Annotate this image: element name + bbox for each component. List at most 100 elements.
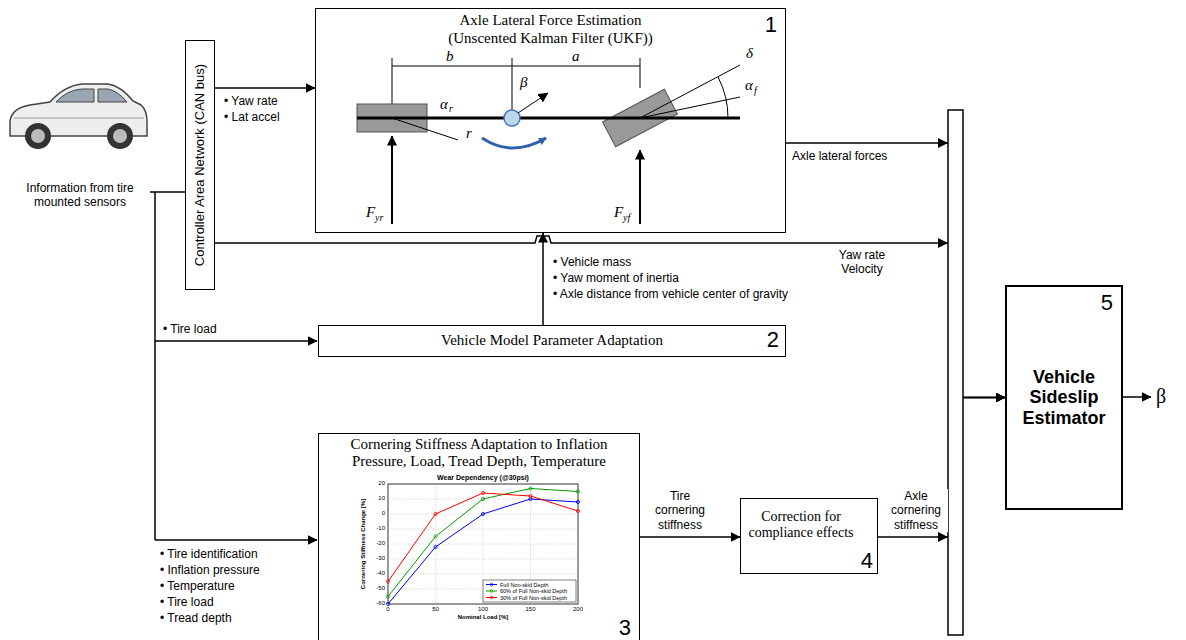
grid-line <box>388 559 578 560</box>
tick-label: 150 <box>525 606 535 613</box>
legend-text: Full Non-skid Depth <box>500 581 548 588</box>
signal-bullet: • Tire load <box>160 595 214 609</box>
data-marker <box>529 494 532 497</box>
data-marker <box>576 490 579 493</box>
variable-label: α <box>440 95 448 113</box>
box-subtitle: (Unscented Kalman Filter (UKF)) <box>316 30 785 47</box>
signal-bullet: • Tread depth <box>160 611 232 625</box>
parameter-bullet: • Yaw moment of inertia <box>553 271 679 285</box>
variable-label: β <box>520 73 527 91</box>
variable-subscript: f <box>754 85 757 97</box>
signal-bullet: • Inflation pressure <box>160 563 260 577</box>
legend-swatch <box>486 591 497 592</box>
box-title: Cornering Stiffness Adaptation to Inflat… <box>325 436 633 471</box>
process-box: Correction for compliance effects4 <box>740 498 878 574</box>
tick-label: 0 <box>382 510 385 517</box>
car-window <box>56 89 94 102</box>
signal-connector <box>640 536 740 538</box>
parameter-bullet: • Axle distance from vehicle center of g… <box>553 287 788 301</box>
tick-label: -30 <box>376 555 385 562</box>
legend-box <box>483 580 576 602</box>
chart-title: Wear Dependency (@30psi) <box>437 474 529 482</box>
tick-label: -20 <box>376 540 385 547</box>
callout-number: 3 <box>619 615 631 640</box>
signal-connector <box>878 398 1005 538</box>
dimension-tick <box>512 58 513 110</box>
data-marker <box>386 595 389 598</box>
output-symbol: β <box>1156 384 1166 408</box>
grid-line <box>388 544 578 545</box>
grid-line <box>388 529 578 530</box>
tick-label: -50 <box>376 585 385 592</box>
wear-chart <box>386 484 579 606</box>
yaw-arrow <box>482 138 546 148</box>
axis-title: Nominal Load [%] <box>458 614 509 621</box>
signal-connector <box>542 233 544 325</box>
data-marker <box>434 512 437 515</box>
tick-label: -10 <box>376 525 385 532</box>
connector-label: Axle lateral forces <box>790 149 889 163</box>
tick-label: 200 <box>573 606 583 613</box>
signal-connector <box>215 87 315 89</box>
sensor-wire <box>155 340 317 342</box>
sensor-wire <box>155 539 317 541</box>
sideslip-arrow <box>518 93 548 113</box>
signal-connector <box>786 143 1005 398</box>
force-arrow <box>639 150 641 224</box>
force-subscript: yr <box>375 212 383 224</box>
data-marker <box>481 512 484 515</box>
signal-bullet: • Temperature <box>160 579 235 593</box>
signal-connector <box>215 236 1005 398</box>
rear-velocity-line <box>392 118 458 140</box>
connector-layer <box>215 88 1005 537</box>
car-wheel <box>25 123 51 149</box>
box-title: Vehicle Model Parameter Adaptation <box>319 332 785 349</box>
merge-bar <box>948 110 963 635</box>
variable-label: r <box>466 124 472 142</box>
data-marker <box>481 491 484 494</box>
data-marker <box>386 580 389 583</box>
data-curve <box>388 493 578 582</box>
car-rim <box>31 129 45 143</box>
force-arrow <box>391 136 393 224</box>
sensor-wire <box>154 192 156 540</box>
legend-text: 30% of Full Non-skid Depth <box>500 594 567 601</box>
dimension-line <box>392 66 640 67</box>
dimension-tick <box>640 58 641 88</box>
data-marker <box>434 545 437 548</box>
legend-swatch <box>486 584 497 585</box>
input-arrowhead <box>938 138 948 148</box>
force-label: F <box>614 203 623 221</box>
parameter-bullet: • Vehicle mass <box>553 255 631 269</box>
sensor-caption: Information from tire mounted sensors <box>10 181 150 210</box>
legend-marker <box>490 596 493 599</box>
data-marker <box>576 500 579 503</box>
force-label: F <box>366 203 375 221</box>
callout-number: 5 <box>1101 290 1113 315</box>
tick-label: -40 <box>376 570 385 577</box>
plot-frame <box>388 484 578 604</box>
tick-label: 20 <box>378 480 385 487</box>
car-trim <box>14 118 144 119</box>
data-marker <box>529 487 532 490</box>
tick-label: -60 <box>376 600 385 607</box>
bicycle-model <box>357 58 740 224</box>
legend-marker <box>490 590 493 593</box>
signal-bullet: • Tire identification <box>160 547 258 561</box>
box-title: Vehicle Sideslip Estimator <box>1011 366 1117 428</box>
bus-label: Controller Area Network (CAN bus) <box>193 64 208 266</box>
steer-angle-arc <box>718 77 728 118</box>
wheel-heading-line <box>640 65 740 118</box>
bus-box: Controller Area Network (CAN bus) <box>185 40 215 290</box>
car-window <box>98 89 127 102</box>
connector-label: Axle cornering stiffness <box>884 489 948 532</box>
data-marker <box>386 602 389 605</box>
box-title: Axle Lateral Force Estimation <box>316 12 785 29</box>
connector-label: Yaw rate Velocity <box>830 248 894 277</box>
dimension-label: b <box>446 47 454 65</box>
sensor-wires <box>150 192 1151 540</box>
legend-swatch <box>486 597 497 598</box>
tick-label: 100 <box>478 606 488 613</box>
